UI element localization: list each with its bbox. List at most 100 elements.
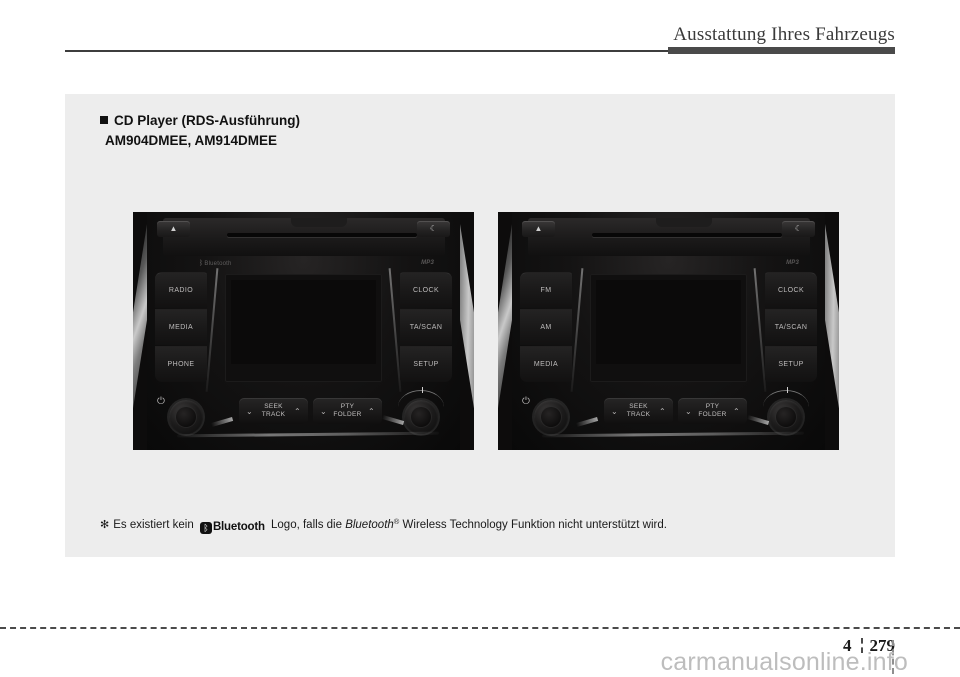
square-bullet-icon — [100, 116, 108, 124]
footnote-part1: Es existiert kein — [113, 519, 194, 531]
button-clock[interactable]: CLOCK — [765, 272, 817, 308]
lower-trim-line — [541, 431, 805, 438]
power-icon: ⏻ — [157, 396, 165, 407]
corner-highlight-right — [746, 415, 770, 425]
button-fm[interactable]: FM — [520, 272, 572, 308]
cd-slot[interactable] — [227, 233, 417, 237]
button-radio[interactable]: RADIO — [155, 272, 207, 308]
pty-up-icon[interactable]: ⌃ — [732, 407, 740, 416]
page-header: Ausstattung Ihres Fahrzeugs — [0, 0, 960, 60]
phone-button[interactable]: ☾ — [782, 221, 815, 237]
seek-down-icon[interactable]: ⌄ — [246, 407, 254, 416]
button-ta-scan[interactable]: TA/SCAN — [400, 309, 452, 345]
right-button-column: CLOCK TA/SCAN SETUP — [765, 270, 817, 386]
mp3-logo-label: MP3 — [421, 260, 434, 266]
footnote-part3: Wireless Technology Funktion nicht unter… — [402, 519, 667, 531]
button-clock[interactable]: CLOCK — [400, 272, 452, 308]
display-screen — [590, 274, 747, 382]
watermark: carmanualsonline.info — [660, 648, 908, 676]
tune-knob-arc — [398, 390, 444, 407]
button-setup[interactable]: SETUP — [400, 346, 452, 382]
footnote-part2: Logo, falls die — [271, 519, 342, 531]
button-media[interactable]: MEDIA — [155, 309, 207, 345]
cd-slot[interactable] — [592, 233, 782, 237]
volume-knob-inner — [540, 406, 562, 428]
cd-slot-panel — [163, 218, 445, 256]
phone-button[interactable]: ☾ — [417, 221, 450, 237]
tune-knob[interactable] — [404, 400, 438, 434]
seek-up-icon[interactable]: ⌃ — [293, 407, 301, 416]
registered-mark: ® — [393, 517, 400, 526]
page-number-value: 279 — [869, 636, 896, 655]
radio-unit-am904dmee: ▲ ☾ ᛒBluetooth MP3 RADIO MEDIA PHONE — [133, 212, 474, 450]
bluetooth-icon: ᛒ — [199, 522, 212, 534]
seek-up-icon[interactable]: ⌃ — [658, 407, 666, 416]
footnote-brand: Bluetooth — [345, 519, 394, 531]
chapter-number: 4 — [843, 636, 852, 655]
radio-unit-am914dmee: ▲ ☾ MP3 FM AM MEDIA CLOCK — [498, 212, 839, 450]
tune-knob-tick — [421, 387, 423, 393]
header-rule-thick — [668, 47, 895, 54]
right-button-column: CLOCK TA/SCAN SETUP — [400, 270, 452, 386]
asterisk-icon: ✻ — [100, 519, 110, 531]
section-title-row: CD Player (RDS-Ausführung) — [100, 111, 300, 131]
pty-down-icon[interactable]: ⌄ — [320, 407, 328, 416]
volume-knob-inner — [175, 406, 197, 428]
cd-slot-notch — [291, 218, 347, 227]
fascia-divider-left — [205, 268, 219, 392]
button-phone[interactable]: PHONE — [155, 346, 207, 382]
power-icon: ⏻ — [522, 396, 530, 407]
tune-knob-arc — [763, 390, 809, 407]
page-title: Ausstattung Ihres Fahrzeugs — [673, 24, 895, 45]
corner-highlight-left — [210, 417, 234, 427]
left-button-column: FM AM MEDIA — [520, 270, 572, 386]
bluetooth-logo-label: ᛒBluetooth — [199, 260, 232, 267]
section-heading: CD Player (RDS-Ausführung) AM904DMEE, AM… — [100, 111, 300, 151]
fascia: RADIO MEDIA PHONE CLOCK TA/SCAN SETUP — [151, 268, 456, 392]
button-media[interactable]: MEDIA — [520, 346, 572, 382]
head-unit-face: ▲ ☾ MP3 FM AM MEDIA CLOCK — [512, 212, 825, 450]
button-setup[interactable]: SETUP — [765, 346, 817, 382]
corner-highlight-left — [575, 417, 599, 427]
eject-button[interactable]: ▲ — [157, 221, 190, 237]
section-title: CD Player (RDS-Ausführung) — [114, 113, 301, 128]
button-am[interactable]: AM — [520, 309, 572, 345]
bluetooth-icon: ᛒ — [199, 260, 204, 267]
display-screen-inner — [596, 280, 741, 364]
mp3-logo-label: MP3 — [786, 260, 799, 266]
display-screen-inner — [231, 280, 376, 364]
tune-knob[interactable] — [769, 400, 803, 434]
eject-button[interactable]: ▲ — [522, 221, 555, 237]
fascia: FM AM MEDIA CLOCK TA/SCAN SETUP — [516, 268, 821, 392]
tune-knob-inner — [410, 406, 432, 428]
footer-divider — [0, 627, 960, 629]
cd-slot-panel — [528, 218, 810, 256]
volume-power-knob[interactable] — [169, 400, 203, 434]
seek-down-icon[interactable]: ⌄ — [611, 407, 619, 416]
button-ta-scan[interactable]: TA/SCAN — [765, 309, 817, 345]
display-screen — [225, 274, 382, 382]
content-panel: CD Player (RDS-Ausführung) AM904DMEE, AM… — [65, 94, 895, 557]
left-button-column: RADIO MEDIA PHONE — [155, 270, 207, 386]
header-rule-thin — [65, 50, 895, 52]
pty-down-icon[interactable]: ⌄ — [685, 407, 693, 416]
head-unit-face: ▲ ☾ ᛒBluetooth MP3 RADIO MEDIA PHONE — [147, 212, 460, 450]
volume-power-knob[interactable] — [534, 400, 568, 434]
radio-units-row: ▲ ☾ ᛒBluetooth MP3 RADIO MEDIA PHONE — [65, 212, 895, 452]
corner-highlight-right — [381, 415, 405, 425]
pty-up-icon[interactable]: ⌃ — [367, 407, 375, 416]
fascia-divider-left — [570, 268, 584, 392]
lower-trim-line — [176, 431, 440, 438]
